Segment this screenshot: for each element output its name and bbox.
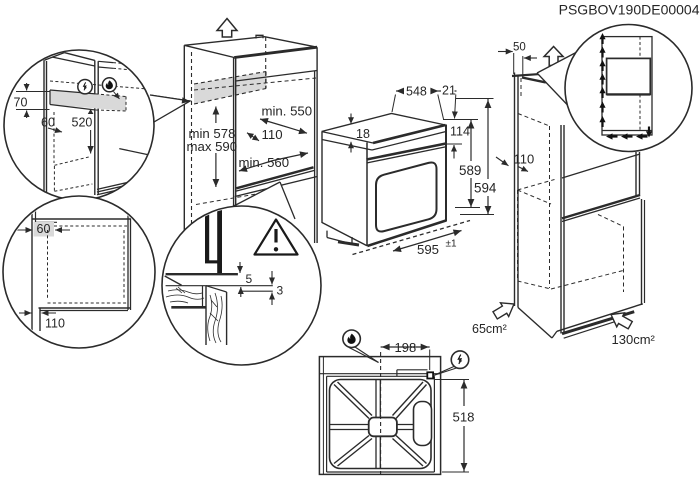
svg-text:PSGBOV190DE00004: PSGBOV190DE00004	[559, 2, 700, 18]
svg-text:min. 550: min. 550	[262, 104, 313, 119]
svg-text:65cm²: 65cm²	[472, 322, 507, 336]
svg-text:min. 560: min. 560	[239, 155, 290, 170]
svg-text:18: 18	[356, 127, 370, 141]
svg-text:70: 70	[14, 96, 28, 110]
svg-text:594: 594	[474, 181, 497, 196]
svg-text:198: 198	[395, 340, 417, 355]
svg-text:60: 60	[37, 222, 51, 236]
svg-text:595: 595	[417, 242, 439, 257]
svg-text:110: 110	[514, 152, 535, 167]
svg-text:21: 21	[442, 84, 456, 98]
svg-text:110: 110	[45, 317, 65, 331]
svg-text:110: 110	[262, 127, 283, 142]
svg-text:589: 589	[459, 163, 481, 178]
svg-text:60: 60	[41, 116, 55, 130]
svg-text:130cm²: 130cm²	[612, 332, 656, 347]
svg-text:±1: ±1	[446, 239, 457, 250]
svg-text:518: 518	[453, 410, 475, 425]
svg-text:3: 3	[277, 284, 284, 298]
svg-text:548: 548	[406, 85, 427, 99]
svg-text:min 578: min 578	[189, 126, 236, 141]
svg-text:5: 5	[246, 272, 253, 286]
svg-text:114: 114	[450, 125, 470, 139]
svg-text:520: 520	[72, 116, 93, 130]
svg-text:50: 50	[513, 42, 526, 54]
svg-text:max 590: max 590	[187, 139, 238, 154]
